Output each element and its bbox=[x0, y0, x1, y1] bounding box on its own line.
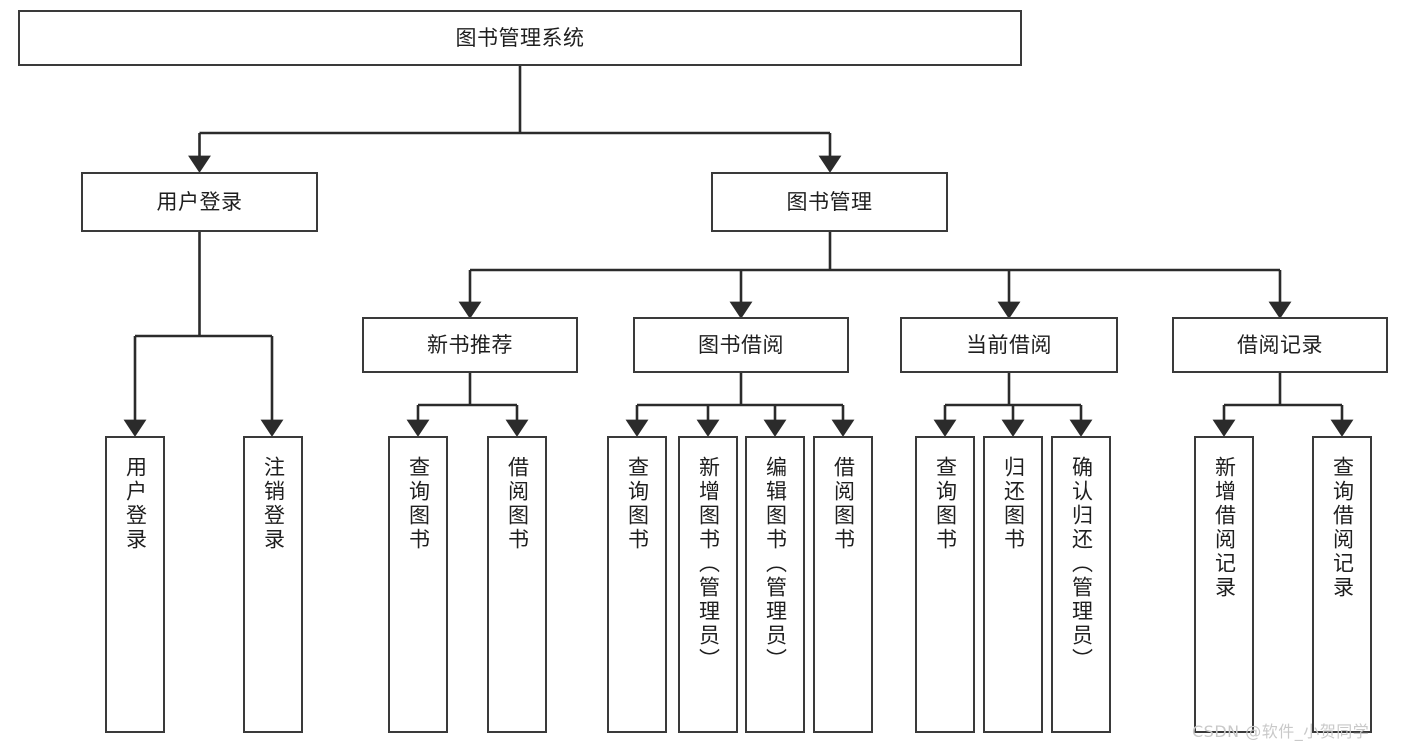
node-leaf-return-book[interactable]: 归还图书 bbox=[983, 436, 1043, 733]
node-leaf-query-borrow-record[interactable]: 查询借阅记录 bbox=[1312, 436, 1372, 733]
node-leaf-query-book-bb-label: 查询图书 bbox=[625, 456, 650, 552]
node-leaf-query-book-cb-label: 查询图书 bbox=[933, 456, 958, 552]
csdn-watermark: CSDN @软件_小贺同学 bbox=[1192, 722, 1370, 741]
node-leaf-return-book-label: 归还图书 bbox=[1001, 456, 1026, 552]
node-borrow-record-label: 借阅记录 bbox=[1237, 332, 1323, 357]
node-leaf-user-login[interactable]: 用户登录 bbox=[105, 436, 165, 733]
node-root[interactable]: 图书管理系统 bbox=[18, 10, 1022, 66]
node-leaf-borrow-book-rec[interactable]: 借阅图书 bbox=[487, 436, 547, 733]
node-new-book-rec[interactable]: 新书推荐 bbox=[362, 317, 578, 373]
node-leaf-borrow-book-rec-label: 借阅图书 bbox=[505, 456, 530, 552]
node-leaf-confirm-return-admin[interactable]: 确认归还（管理员） bbox=[1051, 436, 1111, 733]
node-leaf-query-book-cb[interactable]: 查询图书 bbox=[915, 436, 975, 733]
node-leaf-user-login-label: 用户登录 bbox=[123, 456, 148, 552]
node-book-borrow-label: 图书借阅 bbox=[698, 332, 784, 357]
node-book-borrow[interactable]: 图书借阅 bbox=[633, 317, 849, 373]
node-book-manage[interactable]: 图书管理 bbox=[711, 172, 948, 232]
node-leaf-user-logout[interactable]: 注销登录 bbox=[243, 436, 303, 733]
node-leaf-add-borrow-record-label: 新增借阅记录 bbox=[1212, 456, 1237, 600]
node-current-borrow[interactable]: 当前借阅 bbox=[900, 317, 1118, 373]
node-leaf-query-borrow-record-label: 查询借阅记录 bbox=[1330, 456, 1355, 600]
node-leaf-borrow-book-bb[interactable]: 借阅图书 bbox=[813, 436, 873, 733]
node-leaf-add-book-admin[interactable]: 新增图书（管理员） bbox=[678, 436, 738, 733]
node-leaf-query-book-rec[interactable]: 查询图书 bbox=[388, 436, 448, 733]
node-new-book-rec-label: 新书推荐 bbox=[427, 332, 513, 357]
node-borrow-record[interactable]: 借阅记录 bbox=[1172, 317, 1388, 373]
node-book-manage-label: 图书管理 bbox=[786, 189, 873, 214]
node-user-login[interactable]: 用户登录 bbox=[81, 172, 318, 232]
node-leaf-add-borrow-record[interactable]: 新增借阅记录 bbox=[1194, 436, 1254, 733]
node-leaf-add-book-admin-label: 新增图书（管理员） bbox=[696, 456, 721, 672]
node-leaf-user-logout-label: 注销登录 bbox=[261, 456, 286, 552]
node-leaf-query-book-rec-label: 查询图书 bbox=[406, 456, 431, 552]
node-leaf-edit-book-admin-label: 编辑图书（管理员） bbox=[763, 456, 788, 672]
node-leaf-borrow-book-bb-label: 借阅图书 bbox=[831, 456, 856, 552]
node-root-label: 图书管理系统 bbox=[455, 25, 585, 50]
node-user-login-label: 用户登录 bbox=[156, 189, 243, 214]
node-leaf-query-book-bb[interactable]: 查询图书 bbox=[607, 436, 667, 733]
node-leaf-edit-book-admin[interactable]: 编辑图书（管理员） bbox=[745, 436, 805, 733]
node-leaf-confirm-return-admin-label: 确认归还（管理员） bbox=[1069, 456, 1094, 672]
node-current-borrow-label: 当前借阅 bbox=[966, 332, 1052, 357]
